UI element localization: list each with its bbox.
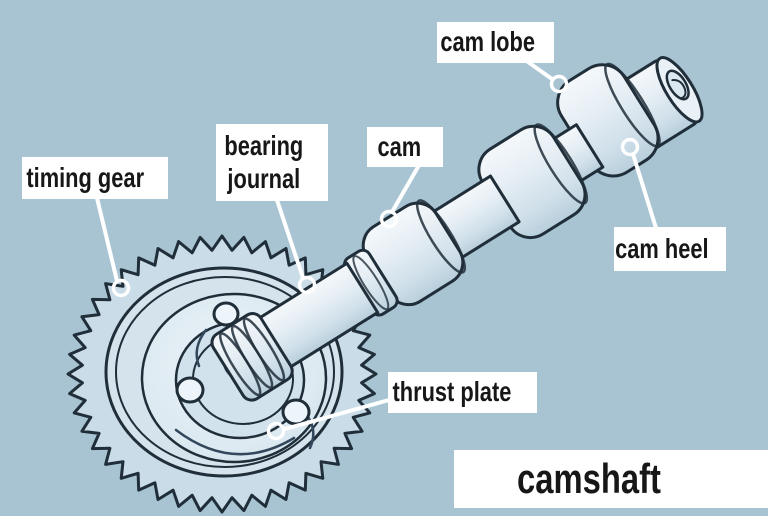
label-cam-text: cam — [377, 130, 422, 162]
gear-bolt-hole — [212, 301, 240, 327]
label-bearing-journal: bearing journal — [216, 124, 328, 201]
label-timing-gear: timing gear — [22, 157, 168, 199]
diagram-title-text: camshaft — [517, 454, 661, 502]
gear-swirl-line — [174, 428, 296, 456]
marker-cam-lobe — [549, 74, 569, 94]
label-cam-heel-text: cam heel — [615, 232, 709, 264]
leader-lines — [95, 60, 658, 441]
label-bearing-journal-text: bearing journal — [224, 130, 304, 194]
marker-timing-gear — [111, 278, 131, 298]
thrust-collar-ridge — [242, 317, 286, 382]
gear-bolt-hole — [175, 376, 205, 404]
shaft-end-bore — [665, 69, 690, 101]
diagram-title: camshaft — [454, 450, 768, 508]
leader-cam-heel — [631, 152, 658, 230]
shaft-end-bore-curl — [671, 79, 687, 100]
gear-rim-inner-line — [115, 276, 335, 468]
gear-swirl-line — [195, 328, 208, 368]
leader-cam — [390, 165, 420, 214]
marker-bearing-journal — [297, 275, 317, 295]
label-cam-heel: cam heel — [614, 227, 726, 271]
leader-cam-lobe — [526, 60, 554, 81]
cam-middle-edge-line — [533, 123, 589, 205]
cam-top-edge-line — [604, 62, 661, 148]
leader-thrust-plate — [283, 398, 391, 431]
label-cam: cam — [367, 127, 443, 167]
label-thrust-plate-text: thrust plate — [392, 376, 512, 408]
camshaft-shaft-drawing — [210, 56, 704, 402]
marker-cam — [379, 209, 399, 229]
label-thrust-plate: thrust plate — [388, 372, 537, 413]
leader-bearing-journal — [275, 198, 305, 280]
label-timing-gear-text: timing gear — [25, 161, 144, 193]
label-cam-lobe: cam lobe — [437, 22, 554, 63]
gear-bolt-hole — [281, 398, 311, 426]
label-cam-lobe-text: cam lobe — [439, 26, 535, 58]
shaft-collar-ridge — [352, 255, 390, 311]
thrust-collar — [210, 312, 294, 402]
leader-timing-gear — [95, 196, 119, 283]
marker-cam-heel — [620, 137, 640, 157]
marker-thrust-plate — [266, 421, 286, 441]
